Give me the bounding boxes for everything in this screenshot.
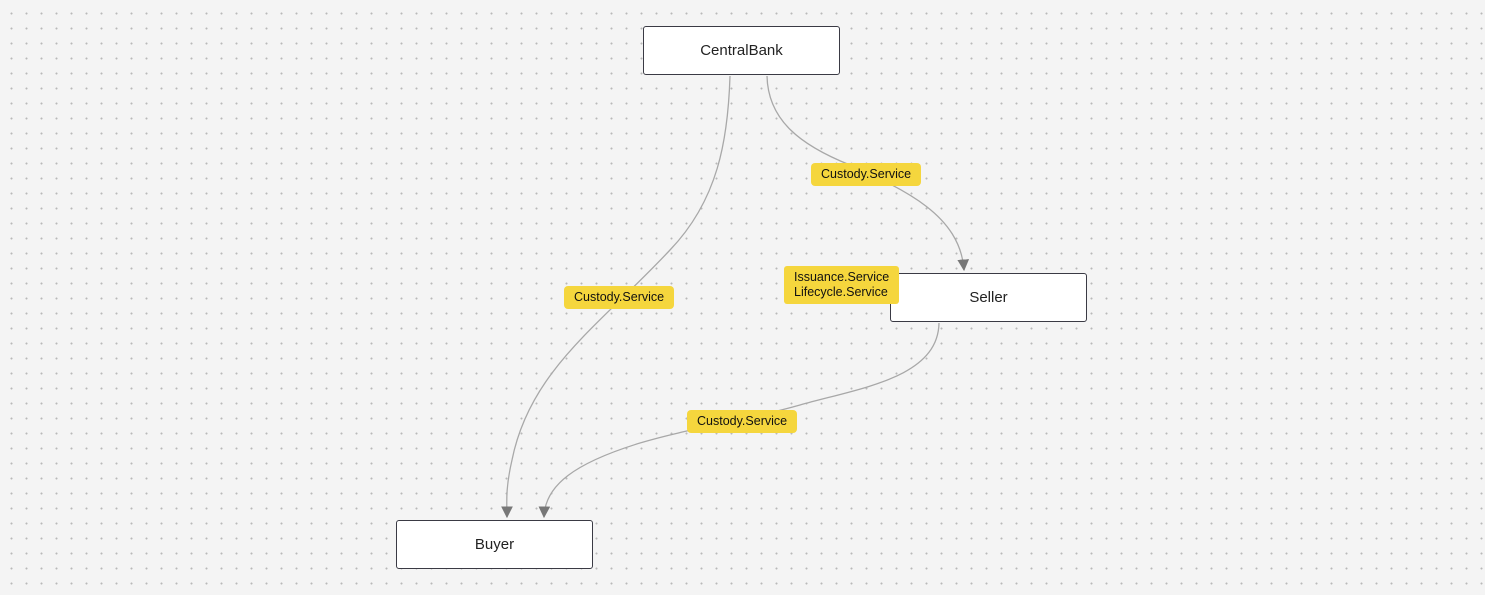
service-issuance: Issuance.Service (794, 270, 890, 284)
node-seller[interactable]: Seller (890, 273, 1087, 322)
edge-label-centralbank-seller[interactable]: Custody.Service (811, 163, 922, 186)
edge-centralbank-buyer[interactable] (501, 75, 731, 519)
service-lifecycle: Lifecycle.Service (794, 285, 888, 299)
node-buyer[interactable]: Buyer (396, 520, 593, 569)
node-seller-label: Seller (969, 289, 1008, 306)
seller-services-label[interactable]: Issuance.Service Lifecycle.Service (784, 266, 900, 304)
node-centralbank-label: CentralBank (700, 42, 783, 59)
edge-label-centralbank-buyer[interactable]: Custody.Service (564, 286, 675, 309)
node-centralbank[interactable]: CentralBank (643, 26, 840, 75)
edge-label-seller-buyer[interactable]: Custody.Service (687, 410, 798, 433)
node-buyer-label: Buyer (474, 536, 515, 553)
